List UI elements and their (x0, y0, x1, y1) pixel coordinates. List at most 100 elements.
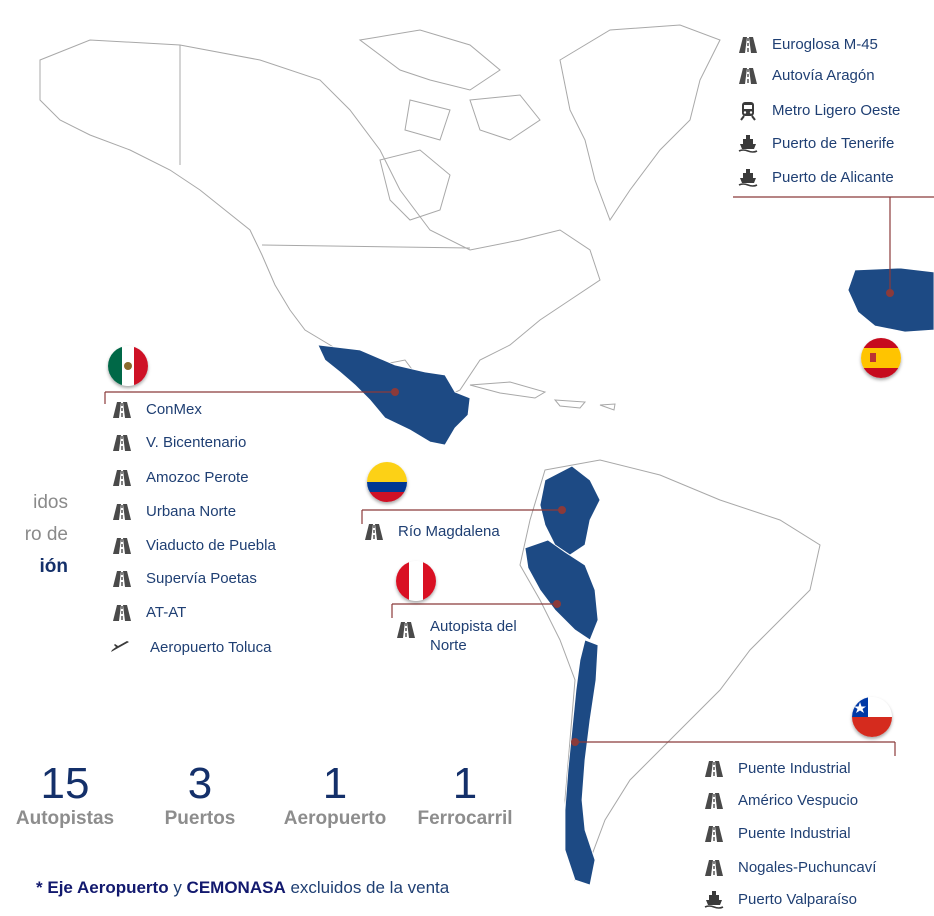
stat-label: Ferrocarril (417, 808, 513, 829)
asset-label: Puente Industrial (738, 824, 851, 842)
highway-icon (364, 522, 390, 542)
mexico-flag (108, 346, 148, 386)
asset-label: Américo Vespucio (738, 791, 859, 809)
highway-icon (704, 824, 730, 844)
stat-value: 3 (187, 759, 213, 808)
highway-icon (112, 468, 138, 488)
peru-marker (553, 600, 561, 608)
arctic-islands-outline (358, 29, 541, 141)
asset-item[interactable]: Nogales-Puchuncaví (704, 858, 876, 878)
highway-icon (704, 791, 730, 811)
asset-label: Amozoc Perote (146, 468, 249, 486)
stat-value: 1 (452, 759, 478, 808)
highway-icon (112, 400, 138, 420)
stat-ferrocarril: 1 Ferrocarril (410, 762, 520, 830)
asset-label: Puerto Valparaíso (738, 890, 857, 908)
asset-label: Puerto de Tenerife (772, 134, 895, 152)
spain-marker (886, 289, 894, 297)
footnote-tail: excluidos de la venta (285, 878, 450, 897)
border-line (261, 244, 471, 249)
asset-label: Nogales-Puchuncaví (738, 858, 877, 876)
port-icon (704, 890, 730, 910)
colombia-leader (361, 509, 562, 524)
highway-icon (112, 603, 138, 623)
highway-icon (396, 620, 422, 640)
colombia-marker (558, 506, 566, 514)
clipped-line-2: ro de (24, 524, 68, 545)
highway-icon (112, 536, 138, 556)
footnote-asterisk: * (36, 878, 43, 897)
stat-value: 15 (40, 759, 90, 808)
asset-item[interactable]: ConMex (112, 400, 202, 420)
mexico-leader (104, 391, 395, 404)
south-america-outline (519, 459, 821, 882)
asset-label: Autopista del Norte (430, 618, 517, 654)
asset-item[interactable]: Américo Vespucio (704, 791, 858, 811)
asset-item[interactable]: Euroglosa M-45 (738, 35, 878, 55)
highway-icon (112, 433, 138, 453)
asset-label: AT-AT (146, 603, 187, 621)
highway-icon (704, 858, 730, 878)
asset-item[interactable]: Puerto de Tenerife (738, 134, 894, 154)
asset-item[interactable]: Aeropuerto Toluca (104, 638, 271, 658)
asset-label: Aeropuerto Toluca (150, 638, 272, 656)
stat-autopistas: 15 Autopistas (10, 762, 120, 830)
spain-flag (861, 338, 901, 378)
highway-icon (704, 759, 730, 779)
stat-aeropuerto: 1 Aeropuerto (280, 762, 390, 830)
highway-icon (738, 66, 764, 86)
highway-icon (112, 502, 138, 522)
asset-item[interactable]: Puerto de Alicante (738, 168, 894, 188)
asset-label: Río Magdalena (398, 522, 500, 540)
stat-label: Aeropuerto (283, 808, 387, 829)
peru-leader (391, 603, 557, 618)
peru-shape (524, 539, 599, 641)
asset-label: Urbana Norte (146, 502, 237, 520)
asset-label: Metro Ligero Oeste (772, 101, 901, 119)
asset-item[interactable]: Puente Industrial (704, 824, 851, 844)
asset-item[interactable]: Urbana Norte (112, 502, 236, 522)
footnote-item-1: Eje Aeropuerto (47, 878, 169, 897)
highway-icon (112, 569, 138, 589)
asset-item[interactable]: AT-AT (112, 603, 186, 623)
stat-puertos: 3 Puertos (145, 762, 255, 830)
asset-item[interactable]: Puente Industrial (704, 759, 851, 779)
mexico-marker (391, 388, 399, 396)
chile-shape (564, 639, 599, 886)
clipped-line-1: idos (33, 492, 68, 513)
asset-item[interactable]: Supervía Poetas (112, 569, 257, 589)
spain-leader (733, 196, 934, 293)
asset-item[interactable]: Autopista del Norte (396, 618, 517, 656)
asset-label: Viaducto de Puebla (146, 536, 276, 554)
airplane-icon (104, 638, 142, 658)
greenland-outline (559, 24, 721, 222)
peru-flag (396, 561, 436, 601)
asset-item[interactable]: Amozoc Perote (112, 468, 249, 488)
asset-item[interactable]: Puerto Valparaíso (704, 890, 857, 910)
footnote: * Eje Aeropuerto y CEMONASA excluidos de… (36, 878, 449, 898)
colombia-shape (539, 465, 601, 556)
stat-label: Puertos (164, 808, 236, 829)
asset-label: Euroglosa M-45 (772, 35, 878, 53)
chile-leader (575, 741, 896, 756)
asset-label: Puente Industrial (738, 759, 851, 777)
stat-label: Autopistas (15, 808, 115, 829)
asset-item[interactable]: Metro Ligero Oeste (738, 101, 900, 121)
asset-item[interactable]: Viaducto de Puebla (112, 536, 276, 556)
caribbean-outline (469, 381, 616, 411)
asset-label: V. Bicentenario (146, 433, 247, 451)
asset-label: Autovía Aragón (772, 66, 875, 84)
chile-flag (852, 697, 892, 737)
asset-item[interactable]: Río Magdalena (364, 522, 500, 542)
asset-item[interactable]: Autovía Aragón (738, 66, 875, 86)
asset-item[interactable]: V. Bicentenario (112, 433, 246, 453)
chile-marker (571, 738, 579, 746)
port-icon (738, 134, 764, 154)
hudson-bay-outline (379, 149, 451, 221)
asset-label: Puerto de Alicante (772, 168, 894, 186)
asset-label: ConMex (146, 400, 202, 418)
asset-label: Supervía Poetas (146, 569, 257, 587)
clipped-side-text: idos ro de ión (0, 490, 70, 590)
footnote-conjunction: y (168, 878, 187, 897)
